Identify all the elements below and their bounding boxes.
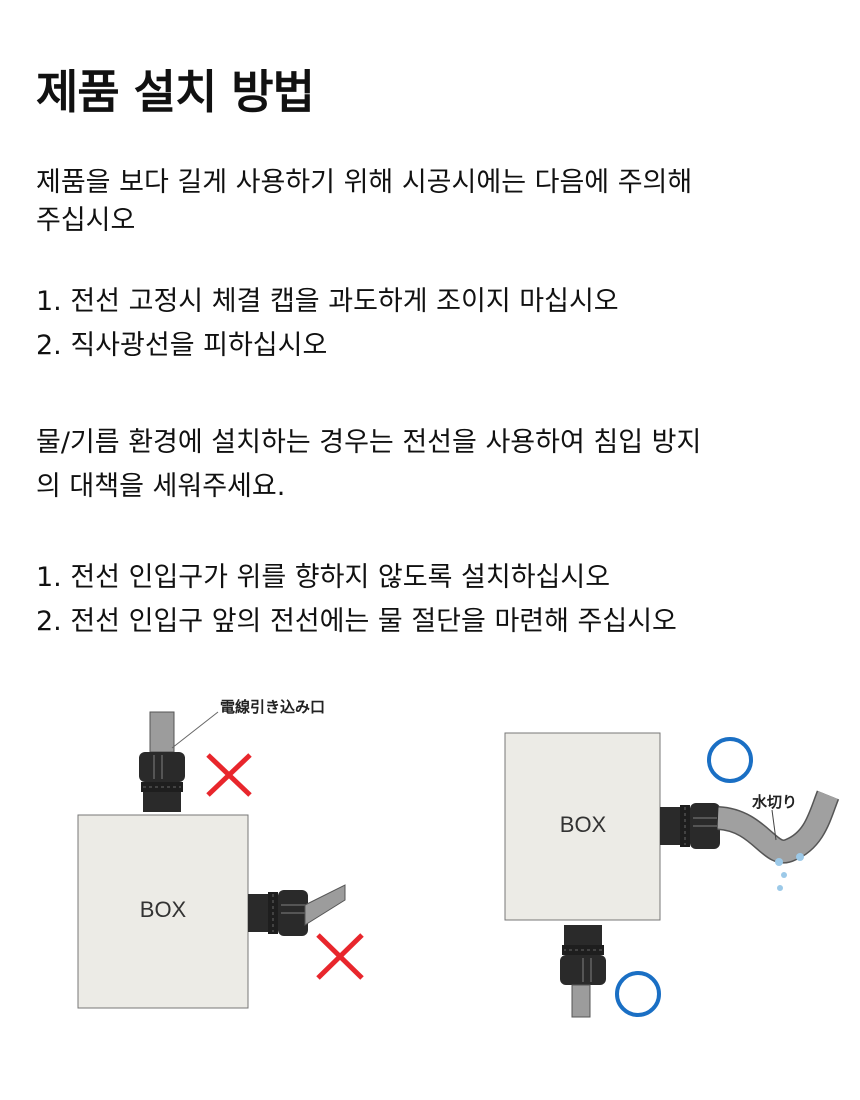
wrong-x-icon [206,753,252,797]
correct-circle-icon [707,737,753,783]
left-diagram-wrong: BOX 電線引き込み口 [77,698,364,1009]
install-list: 1. 전선 인입구가 위를 향하지 않도록 설치하십시오 2. 전선 인입구 앞… [36,556,677,644]
note-line: 물/기름 환경에 설치하는 경우는 전선을 사용하여 침입 방지 [36,427,702,458]
list-item: 2. 전선 인입구 앞의 전선에는 물 절단을 마련해 주십시오 [36,606,677,637]
top-connector [138,751,186,813]
list-item: 1. 전선 고정시 체결 캡을 과도하게 조이지 마십시오 [36,286,619,317]
box-label: BOX [140,897,187,922]
list-item: 1. 전선 인입구가 위를 향하지 않도록 설치하십시오 [36,562,611,593]
right-diagram-correct: BOX 水切り [504,732,840,1018]
page-title: 제품 설치 방법 [36,65,315,119]
correct-circle-icon [615,971,661,1017]
callout-label: 電線引き込み口 [220,698,325,716]
wrong-x-icon [316,933,364,980]
list-item: 2. 직사광선을 피하십시오 [36,330,328,361]
caution-list: 1. 전선 고정시 체결 캡을 과도하게 조이지 마십시오 2. 직사광선을 피… [36,280,619,368]
water-note: 물/기름 환경에 설치하는 경우는 전선을 사용하여 침입 방지 의 대책을 세… [36,421,701,509]
callout-label: 水切り [752,793,797,811]
box-label: BOX [560,812,607,837]
intro-text: 제품을 보다 길게 사용하기 위해 시공시에는 다음에 주의해 주십시오 [36,164,692,240]
intro-line: 제품을 보다 길게 사용하기 위해 시공시에는 다음에 주의해 [36,167,693,198]
water-drops [775,853,804,891]
intro-line: 주십시오 [36,205,136,236]
note-line: 의 대책을 세워주세요. [36,471,286,502]
